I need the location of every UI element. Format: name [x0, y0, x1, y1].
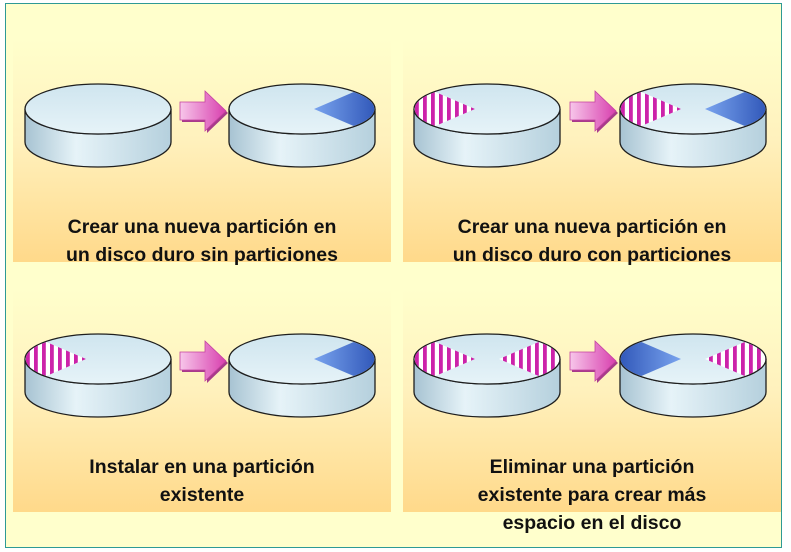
right-arrow-icon	[569, 90, 618, 133]
existing-partition-left	[414, 84, 475, 134]
existing-partition-left	[414, 334, 475, 384]
panel-caption: Eliminar una partición existente para cr…	[477, 456, 707, 534]
right-arrow-icon	[569, 340, 618, 383]
new-partition-right	[314, 84, 375, 134]
disk-transition-graphic	[24, 333, 376, 418]
disk-icon	[228, 333, 376, 418]
disk-icon	[24, 83, 172, 168]
new-partition-right	[705, 84, 766, 134]
disk-icon	[24, 333, 172, 418]
diagram-frame: Crear una nueva partición en un disco du…	[5, 3, 782, 548]
panel-caption: Crear una nueva partición en un disco du…	[66, 216, 338, 266]
existing-partition-left	[25, 334, 86, 384]
right-arrow-icon	[179, 90, 228, 133]
disk-icon	[619, 83, 767, 168]
disk-transition-graphic	[24, 83, 376, 168]
right-arrow-icon	[179, 340, 228, 383]
existing-partition-right	[705, 334, 766, 384]
panel-delete-partition-more-space: Eliminar una partición existente para cr…	[403, 289, 781, 534]
new-partition-left	[620, 334, 681, 384]
panel-caption: Crear una nueva partición en un disco du…	[452, 216, 732, 266]
panel-new-partition-partitioned: Crear una nueva partición en un disco du…	[403, 39, 781, 266]
panel-install-existing-partition: Instalar en una partición existente	[13, 289, 391, 512]
panel-new-partition-unpartitioned: Crear una nueva partición en un disco du…	[13, 39, 391, 266]
disk-icon	[619, 333, 767, 418]
disk-icon	[228, 83, 376, 168]
disk-icon	[413, 83, 561, 168]
disk-transition-graphic	[413, 333, 767, 418]
new-partition-right	[314, 334, 375, 384]
existing-partition-left	[620, 84, 681, 134]
existing-partition-right	[499, 334, 560, 384]
disk-transition-graphic	[413, 83, 767, 168]
disk-icon	[413, 333, 561, 418]
panel-caption: Instalar en una partición existente	[89, 456, 315, 506]
